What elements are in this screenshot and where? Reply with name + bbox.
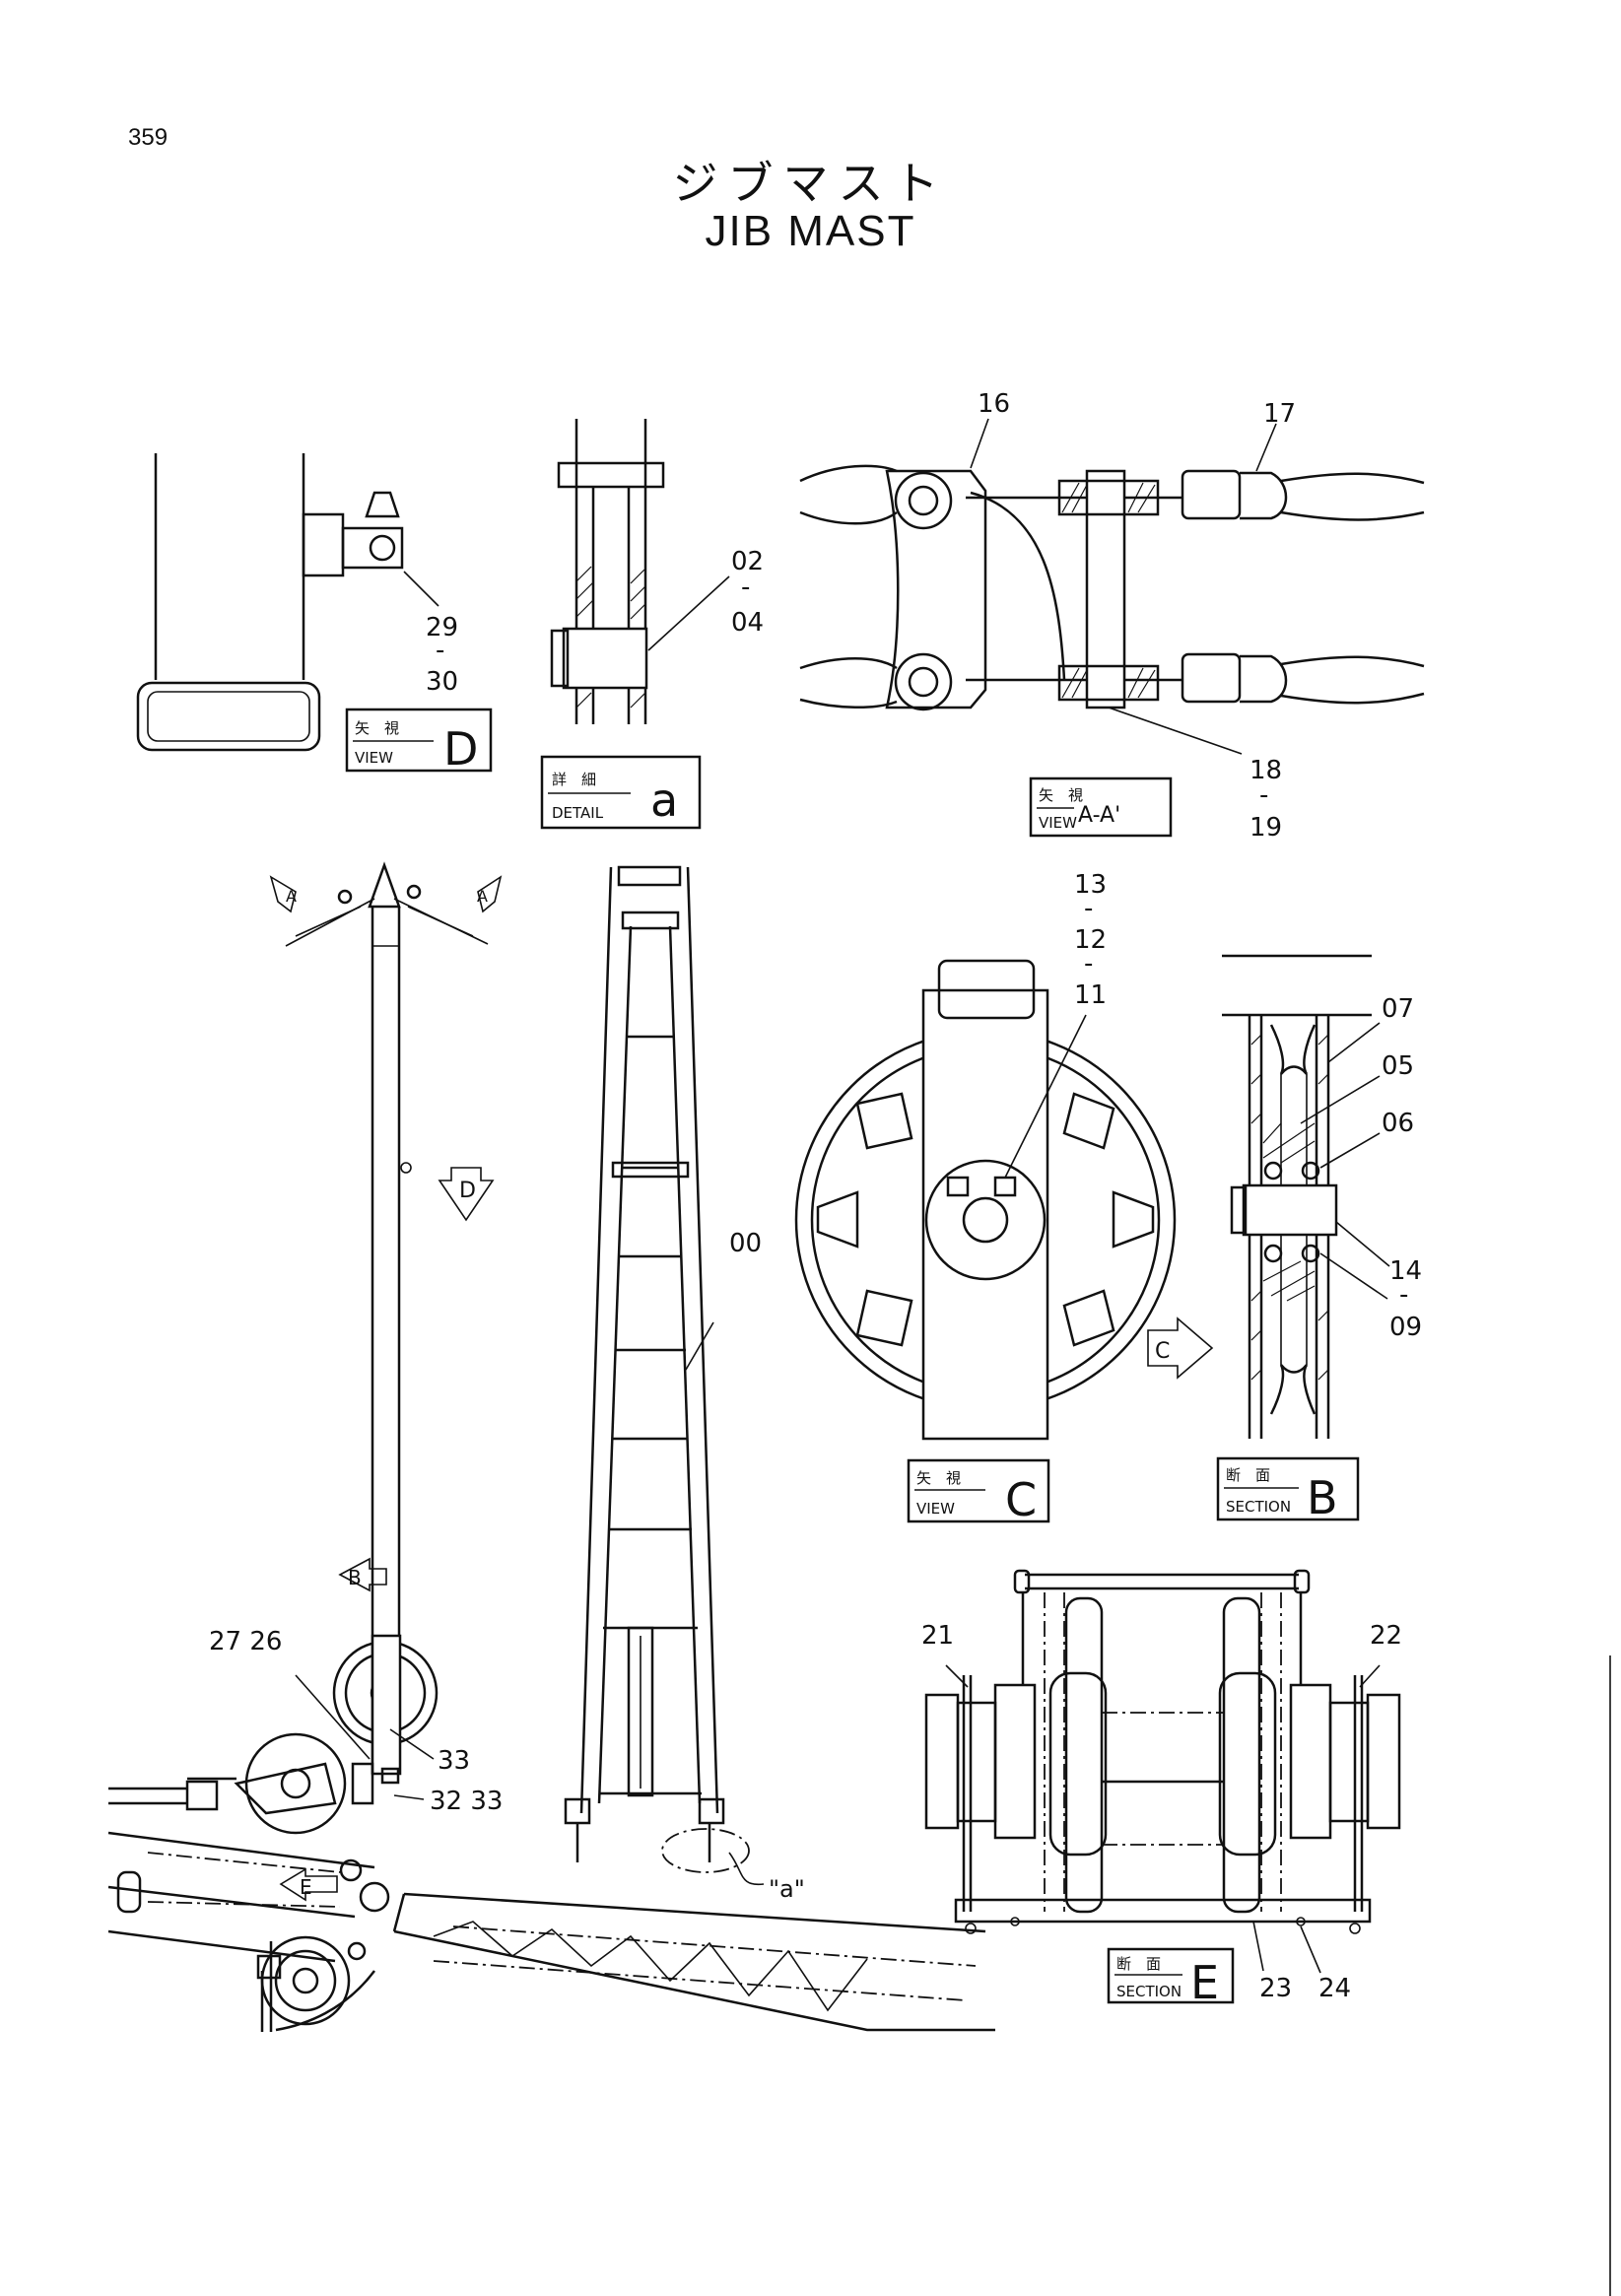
view-c-jp: 矢 視 — [916, 1469, 961, 1487]
callout-12: 12 — [1074, 925, 1107, 955]
marker-e-arrow — [279, 1867, 338, 1902]
detail-a-reference: "a" — [769, 1875, 805, 1903]
detail-a-letter: a — [650, 774, 678, 827]
view-aa-drawing — [799, 418, 1425, 755]
callout-dash-13-12: - — [1084, 894, 1093, 923]
callout-dash-12-11: - — [1084, 949, 1093, 979]
callout-dash-29-30: - — [436, 636, 444, 665]
section-b-en: SECTION — [1226, 1498, 1291, 1516]
view-c-letter: C — [1005, 1473, 1037, 1526]
callout-05: 05 — [1382, 1051, 1414, 1081]
view-d-jp: 矢 視 — [355, 719, 399, 737]
callout-24: 24 — [1318, 1974, 1351, 2003]
title-japanese: ジブマスト — [672, 157, 949, 210]
callout-02: 02 — [731, 547, 764, 576]
section-e-drawing — [924, 1569, 1401, 1974]
callout-dash-02-04: - — [741, 573, 750, 602]
section-e-letter: E — [1190, 1956, 1219, 2009]
callout-07: 07 — [1382, 994, 1414, 1024]
page-number: 359 — [128, 124, 169, 151]
section-e-jp: 断 面 — [1116, 1955, 1161, 1973]
view-d-label-box — [345, 708, 493, 773]
callout-18: 18 — [1250, 756, 1282, 785]
callout-33: 33 — [438, 1746, 470, 1776]
jib-mast-drawing — [107, 861, 995, 2032]
view-c-drawing — [794, 959, 1177, 1441]
callout-23: 23 — [1259, 1974, 1292, 2003]
marker-d-arrow — [438, 1167, 495, 1222]
callout-06: 06 — [1382, 1109, 1414, 1138]
section-e-label-box — [1107, 1947, 1235, 2004]
view-c-en: VIEW — [916, 1500, 955, 1518]
detail-a-en: DETAIL — [552, 804, 604, 822]
detail-a-jp: 詳 細 — [552, 771, 596, 788]
view-d-drawing — [136, 453, 439, 752]
section-b-jp: 断 面 — [1226, 1466, 1270, 1484]
marker-b-arrow — [338, 1557, 387, 1592]
callout-00: 00 — [729, 1229, 762, 1258]
marker-a-left-letter: A — [286, 887, 297, 906]
callout-32-33: 32 33 — [430, 1787, 503, 1816]
section-e-en: SECTION — [1116, 1983, 1182, 2000]
marker-d-letter: D — [459, 1179, 476, 1203]
callout-27-26: 27 26 — [209, 1627, 282, 1656]
marker-c-letter: C — [1155, 1339, 1170, 1364]
callout-16: 16 — [978, 389, 1010, 419]
callout-17: 17 — [1263, 399, 1296, 429]
marker-a-right-letter: A — [477, 887, 488, 906]
callout-19: 19 — [1250, 813, 1282, 843]
marker-b-letter: B — [348, 1566, 362, 1589]
view-d-letter: D — [443, 722, 478, 776]
callout-14: 14 — [1389, 1256, 1422, 1286]
view-aa-label-box — [1029, 777, 1173, 838]
marker-c-arrow — [1147, 1317, 1214, 1380]
mast-frame-drawing — [564, 865, 765, 1886]
view-aa-jp: 矢 視 — [1039, 786, 1083, 804]
marker-a-left — [269, 875, 297, 913]
callout-04: 04 — [731, 608, 764, 638]
section-b-letter: B — [1307, 1471, 1338, 1524]
callout-dash-18-19: - — [1259, 780, 1268, 810]
callout-11: 11 — [1074, 980, 1107, 1010]
section-b-label-box — [1216, 1456, 1360, 1521]
marker-a-right — [477, 875, 503, 913]
callout-30: 30 — [426, 667, 458, 697]
callout-09: 09 — [1389, 1313, 1422, 1342]
view-aa-letter: A-A' — [1078, 803, 1120, 828]
callout-21: 21 — [921, 1621, 954, 1651]
marker-e-letter: E — [300, 1875, 312, 1899]
section-b-drawing — [1222, 954, 1390, 1439]
view-d-en: VIEW — [355, 749, 393, 767]
callout-dash-14-09: - — [1399, 1280, 1408, 1310]
view-aa-en: VIEW — [1039, 814, 1077, 832]
view-c-label-box — [907, 1458, 1050, 1523]
title-english: JIB MAST — [705, 207, 916, 255]
callout-22: 22 — [1370, 1621, 1402, 1651]
callout-13: 13 — [1074, 870, 1107, 900]
detail-a-label-box — [540, 755, 702, 830]
callout-29: 29 — [426, 613, 458, 642]
detail-a-drawing — [550, 419, 730, 724]
